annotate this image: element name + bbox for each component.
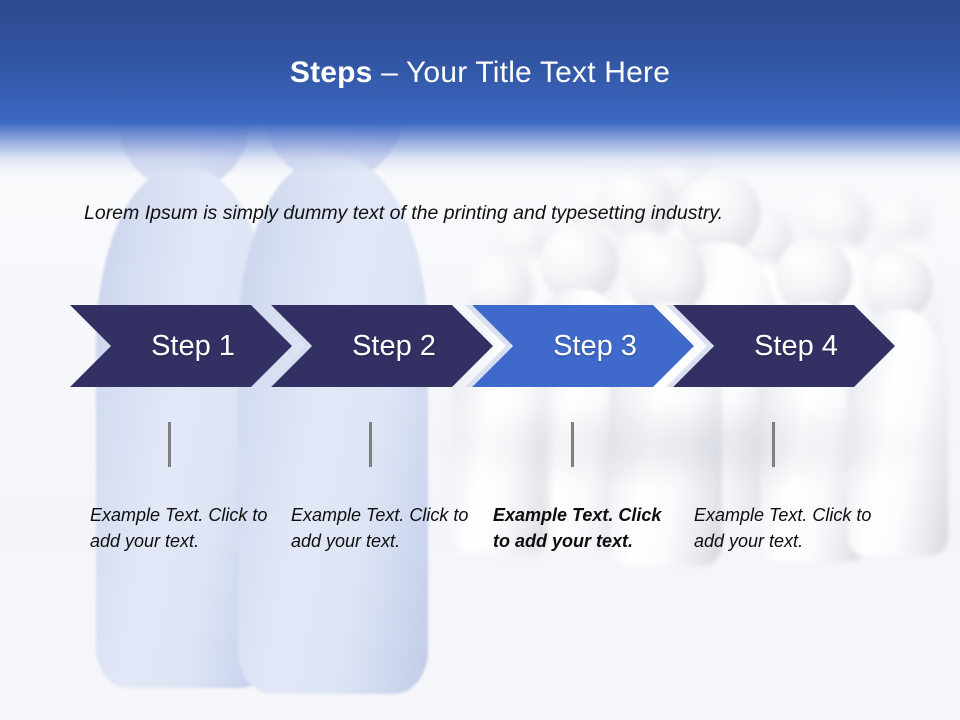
step-label: Step 2 xyxy=(352,329,436,362)
step-chevron-4[interactable]: Step 4 xyxy=(673,305,895,387)
step-caption-4[interactable]: Example Text. Click to add your text. xyxy=(694,505,872,551)
step-label: Step 1 xyxy=(151,329,235,362)
lead-paragraph: Lorem Ipsum is simply dummy text of the … xyxy=(84,202,724,224)
crowd-ground-shadow xyxy=(420,400,960,490)
page-title-rest: – Your Title Text Here xyxy=(372,56,671,89)
page-title-strong: Steps xyxy=(289,56,373,89)
connector-tick-4 xyxy=(772,422,775,467)
step-caption-1[interactable]: Example Text. Click to add your text. xyxy=(90,505,268,551)
step-label: Step 4 xyxy=(754,329,838,362)
step-chevron-3[interactable]: Step 3 xyxy=(472,305,694,387)
step-chevron-2[interactable]: Step 2 xyxy=(271,305,493,387)
step-label: Step 3 xyxy=(553,329,637,362)
header-band xyxy=(0,0,960,185)
page-title: Steps – Your Title Text Here xyxy=(0,54,960,92)
step-chevron-1[interactable]: Step 1 xyxy=(70,305,292,387)
steps-chevron-row: Step 1 Step 2 Step 3 Step 4 xyxy=(70,305,895,387)
connector-tick-2 xyxy=(369,422,372,467)
connector-tick-3 xyxy=(571,422,574,467)
connector-tick-1 xyxy=(168,422,171,467)
step-caption-3[interactable]: Example Text. Click to add your text. xyxy=(493,505,662,551)
step-caption-2[interactable]: Example Text. Click to add your text. xyxy=(291,505,469,551)
